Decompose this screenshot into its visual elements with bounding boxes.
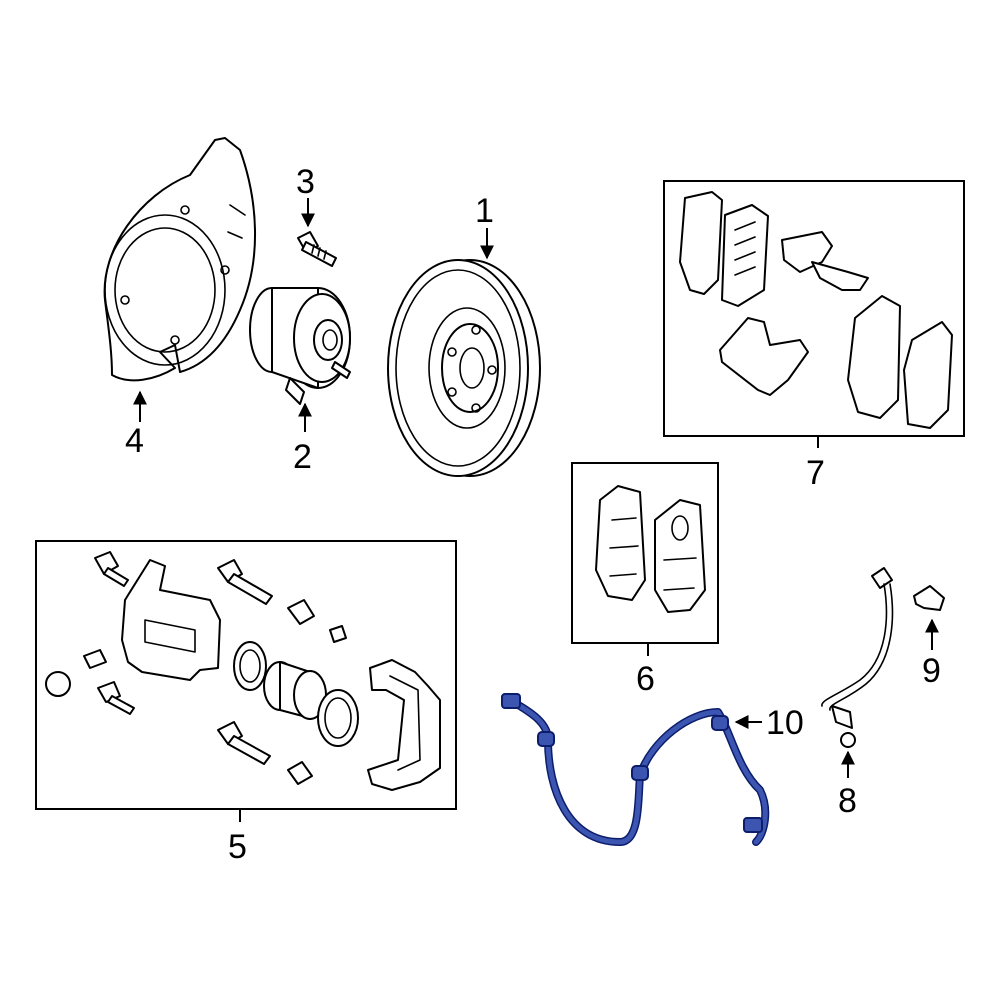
piston-seal [233, 641, 267, 691]
callout-4: 4 [125, 422, 144, 460]
callout-3: 3 [296, 163, 315, 201]
dust-shield-part[interactable] [103, 137, 257, 382]
pin-boots [287, 599, 347, 785]
wheel-hub-part[interactable] [249, 287, 351, 405]
abs-sensor-part[interactable] [501, 693, 770, 846]
guide-pin-lower [217, 721, 271, 765]
dust-boot [317, 689, 359, 747]
caliper-bolt-upper [94, 551, 129, 587]
pad-hardware-kit-group[interactable] [663, 180, 965, 437]
clip-upper [781, 231, 869, 291]
caliper-bolt-lower [97, 681, 135, 715]
caliper-kit-group[interactable] [35, 540, 457, 810]
caliper-bracket [367, 659, 441, 791]
brake-hose-part[interactable] [821, 567, 894, 748]
callout-9: 9 [922, 652, 941, 690]
wheel-stud-part[interactable] [297, 231, 337, 267]
hose-clip-part[interactable] [913, 585, 945, 611]
callout-5: 5 [228, 828, 247, 866]
brake-rotor-part[interactable] [387, 259, 541, 477]
callout-7: 7 [806, 454, 825, 492]
clip-lower [719, 317, 809, 396]
brake-pads-group[interactable] [571, 462, 719, 644]
callout-2: 2 [293, 438, 312, 476]
bleeder-screw [45, 649, 107, 697]
caliper-body [121, 559, 221, 681]
guide-pin-upper [217, 559, 273, 605]
callout-6: 6 [636, 660, 655, 698]
shim-left [679, 191, 769, 307]
callout-10: 10 [766, 704, 804, 742]
callout-8: 8 [838, 782, 857, 820]
callout-1: 1 [475, 192, 494, 230]
shim-right [847, 295, 953, 429]
piston [263, 661, 327, 720]
